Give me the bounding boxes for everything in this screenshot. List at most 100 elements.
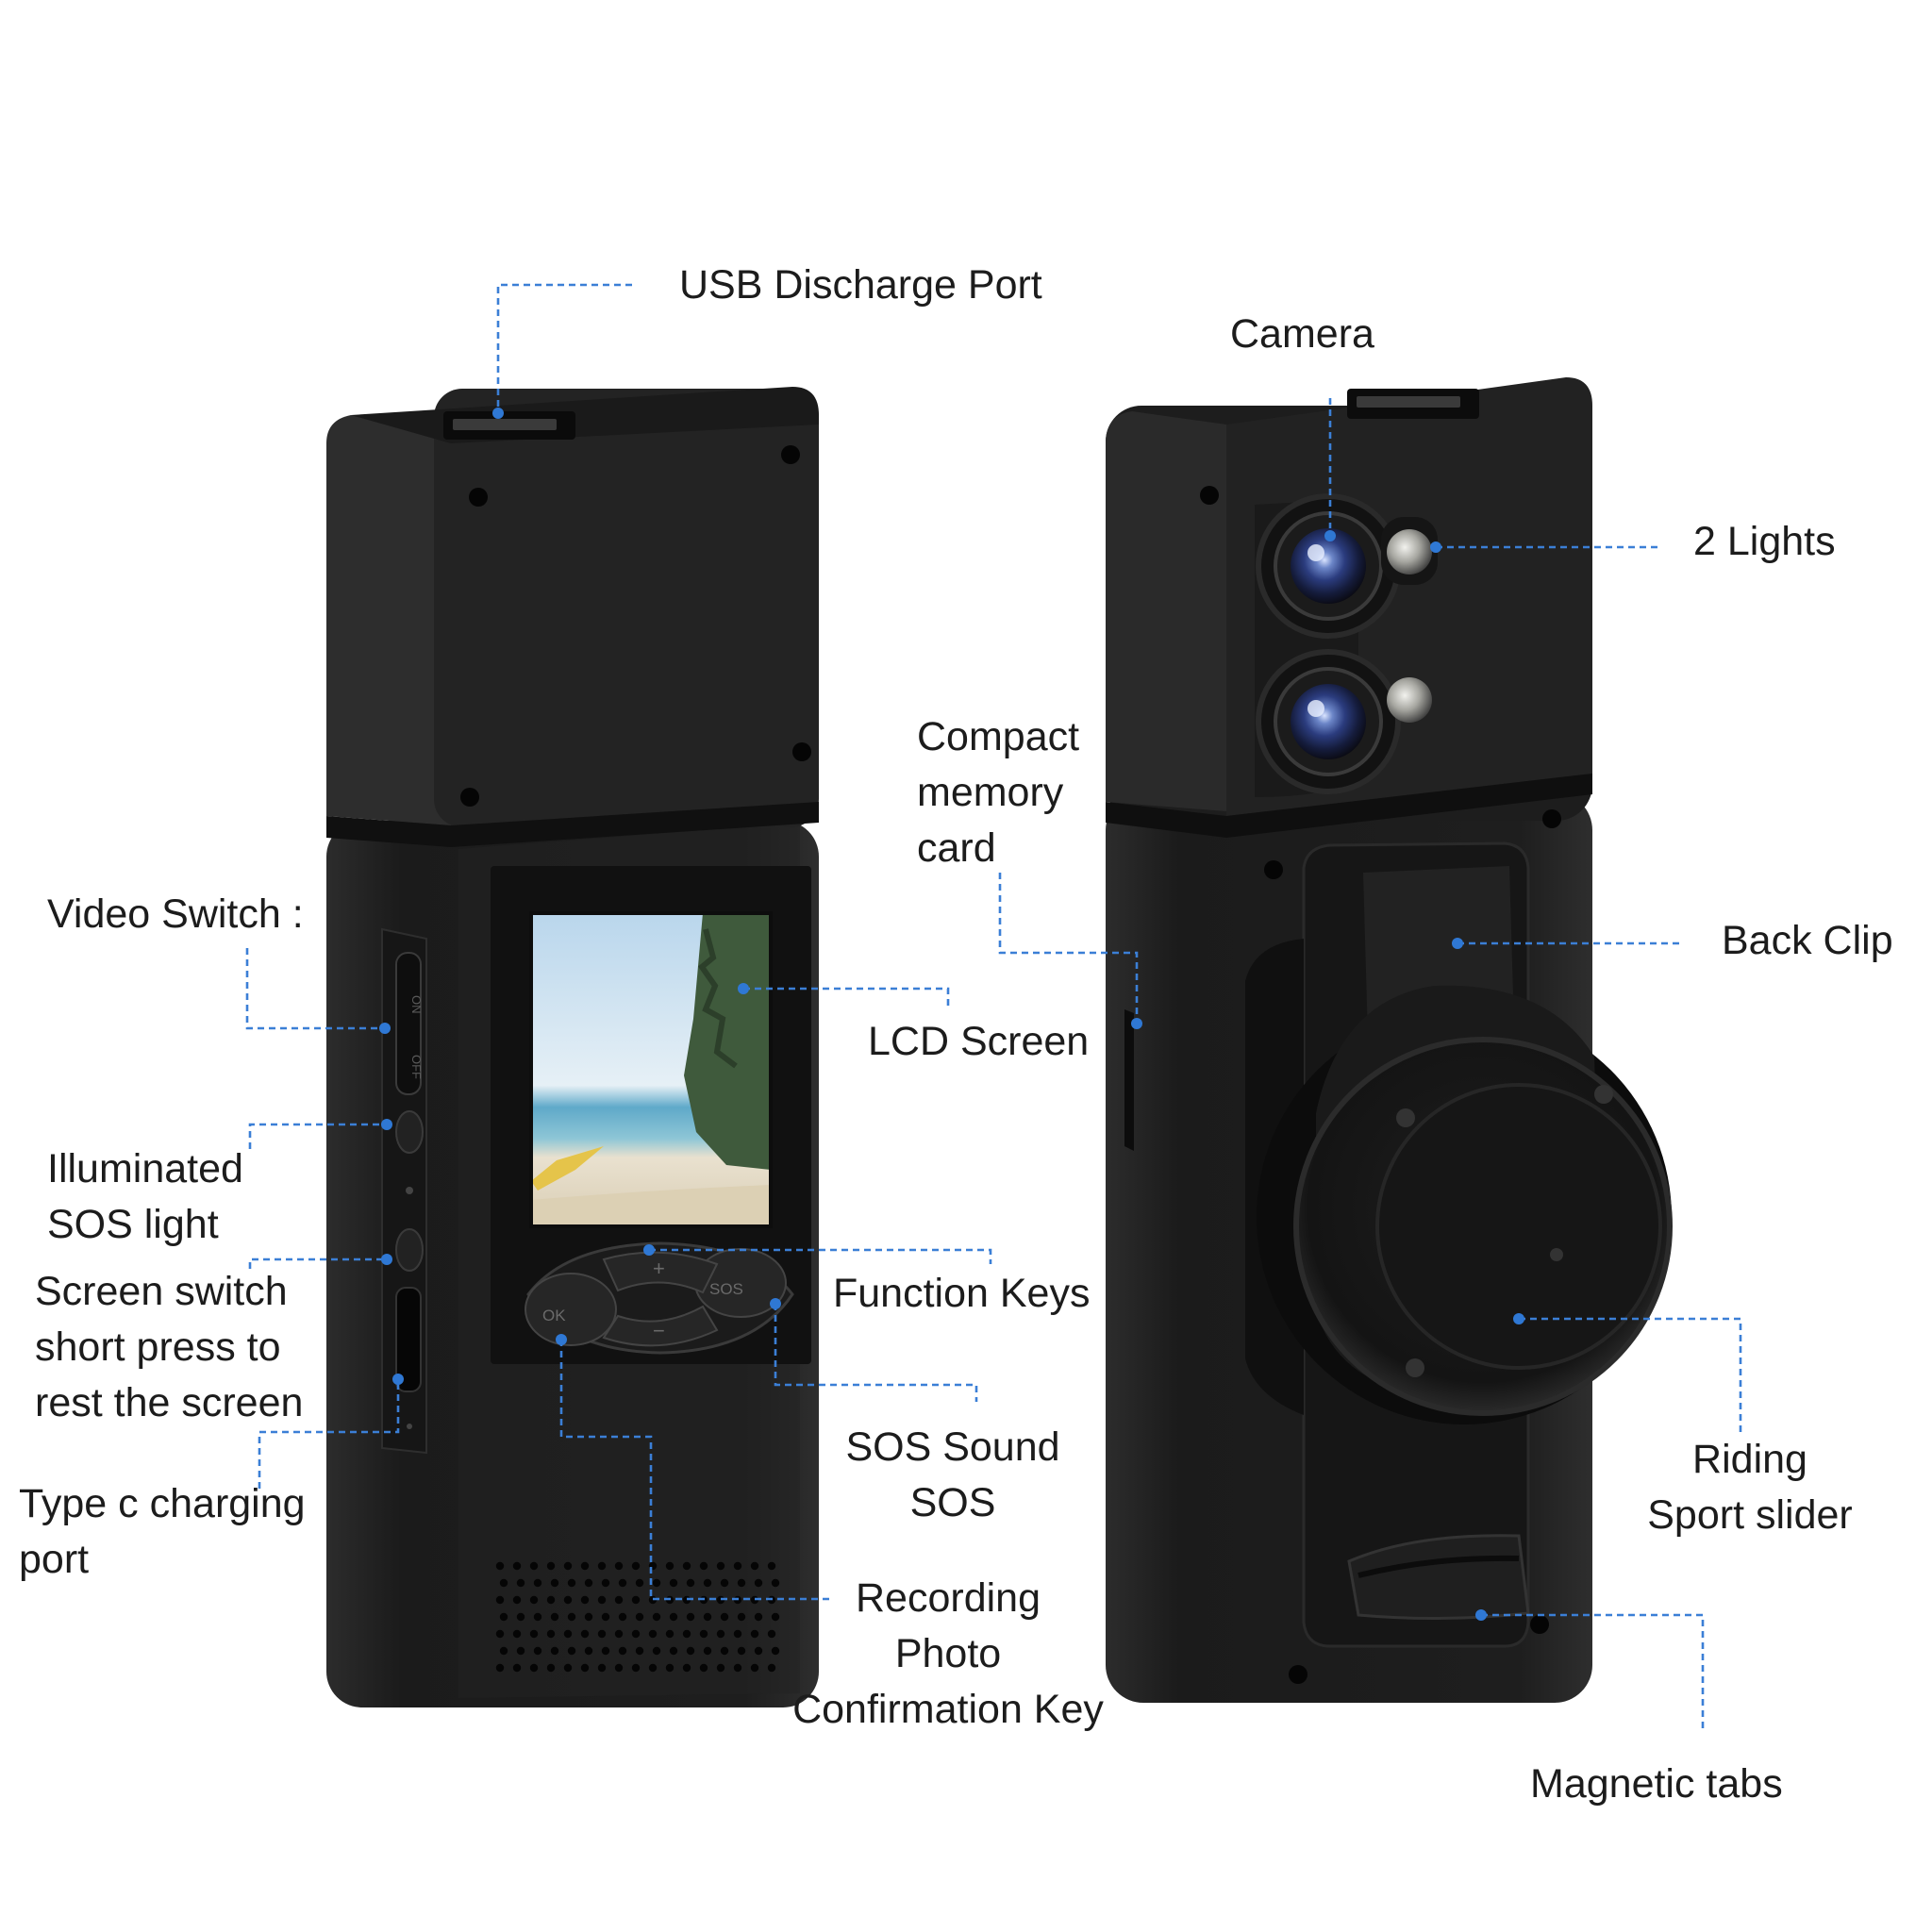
speaker-hole bbox=[754, 1578, 763, 1588]
speaker-hole bbox=[737, 1612, 746, 1622]
leader-lines bbox=[245, 283, 1742, 1731]
speaker-hole bbox=[771, 1612, 780, 1622]
label-screenswitch-line-1: Screen switch bbox=[35, 1269, 288, 1314]
speaker-hole bbox=[601, 1612, 610, 1622]
speaker-hole bbox=[733, 1629, 742, 1639]
label-soslight-line-1: Illuminated bbox=[47, 1146, 243, 1191]
speaker-hole bbox=[686, 1578, 695, 1588]
led-light-upper bbox=[1387, 529, 1432, 575]
speaker-hole bbox=[550, 1612, 559, 1622]
label-screen-switch: Screen switch short press to rest the sc… bbox=[35, 1264, 303, 1431]
speaker-hole bbox=[533, 1578, 542, 1588]
speaker-hole bbox=[733, 1561, 742, 1571]
speaker-hole bbox=[614, 1629, 624, 1639]
speaker-hole bbox=[754, 1646, 763, 1656]
speaker-hole bbox=[767, 1561, 776, 1571]
speaker-hole bbox=[597, 1561, 607, 1571]
video-switch-slider bbox=[395, 952, 422, 1095]
leader-function bbox=[649, 1248, 992, 1264]
speaker-hole bbox=[669, 1646, 678, 1656]
leader-typec bbox=[258, 1379, 400, 1489]
leader-lcd-dot bbox=[738, 983, 749, 994]
leader-typec-dot bbox=[392, 1374, 404, 1385]
leader-soslight-dot bbox=[381, 1119, 392, 1130]
speaker-hole bbox=[767, 1663, 776, 1673]
speaker-hole bbox=[699, 1629, 708, 1639]
leader-lcd bbox=[743, 987, 950, 1008]
leader-riding bbox=[1519, 1317, 1742, 1434]
speaker-hole bbox=[516, 1612, 525, 1622]
speaker-hole bbox=[495, 1561, 505, 1571]
label-sossound-line-2: SOS bbox=[909, 1480, 996, 1525]
lcd-pier bbox=[531, 1146, 604, 1191]
speaker-hole bbox=[665, 1561, 675, 1571]
speaker-hole bbox=[754, 1612, 763, 1622]
speaker-hole bbox=[550, 1646, 559, 1656]
label-screenswitch-line-3: rest the screen bbox=[35, 1380, 304, 1425]
speaker-hole bbox=[703, 1612, 712, 1622]
speaker-hole bbox=[516, 1646, 525, 1656]
leader-lights-dot bbox=[1430, 541, 1441, 553]
speaker-hole bbox=[499, 1612, 508, 1622]
speaker-hole bbox=[516, 1578, 525, 1588]
speaker-hole bbox=[584, 1646, 593, 1656]
label-function-keys: Function Keys bbox=[833, 1271, 1091, 1316]
speaker-hole bbox=[512, 1629, 522, 1639]
camera-lens-lower bbox=[1291, 684, 1366, 759]
key-minus-text: − bbox=[653, 1319, 665, 1342]
label-2-lights: 2 Lights bbox=[1693, 519, 1836, 564]
speaker-hole bbox=[635, 1612, 644, 1622]
leader-memory-dot bbox=[1131, 1018, 1142, 1029]
speaker-hole bbox=[584, 1578, 593, 1588]
label-recording-photo-confirmation: Recording Photo Confirmation Key bbox=[783, 1571, 1113, 1738]
speaker-hole bbox=[682, 1561, 691, 1571]
front-top-side bbox=[326, 415, 451, 825]
label-typec-line-1: Type c charging bbox=[19, 1481, 306, 1526]
speaker-hole bbox=[567, 1612, 576, 1622]
speaker-hole bbox=[533, 1646, 542, 1656]
switch-off-text: OFF bbox=[409, 1055, 424, 1079]
speaker-hole bbox=[529, 1629, 539, 1639]
speaker-hole bbox=[618, 1612, 627, 1622]
speaker-hole bbox=[550, 1578, 559, 1588]
speaker-hole bbox=[686, 1646, 695, 1656]
speaker-hole bbox=[529, 1561, 539, 1571]
speaker-hole bbox=[648, 1629, 658, 1639]
label-recording-line-2: Photo bbox=[894, 1631, 1002, 1676]
speaker-hole bbox=[720, 1578, 729, 1588]
speaker-hole bbox=[529, 1663, 539, 1673]
speaker-hole bbox=[546, 1663, 556, 1673]
leader-recording bbox=[559, 1340, 830, 1601]
speaker-hole bbox=[580, 1595, 590, 1605]
speaker-hole bbox=[618, 1578, 627, 1588]
speaker-hole bbox=[750, 1663, 759, 1673]
speaker-hole bbox=[597, 1629, 607, 1639]
label-magnetic-tabs: Magnetic tabs bbox=[1530, 1761, 1783, 1807]
speaker-hole bbox=[512, 1663, 522, 1673]
speaker-hole bbox=[771, 1578, 780, 1588]
leader-backclip-dot bbox=[1452, 938, 1463, 949]
speaker-hole bbox=[686, 1612, 695, 1622]
sos-light-button bbox=[395, 1110, 424, 1154]
speaker-hole bbox=[720, 1612, 729, 1622]
speaker-hole bbox=[614, 1595, 624, 1605]
speaker-hole bbox=[648, 1663, 658, 1673]
leader-camera-dot bbox=[1324, 530, 1336, 541]
speaker-hole bbox=[563, 1561, 573, 1571]
leader-screenswitch-dot bbox=[381, 1254, 392, 1265]
leader-usb bbox=[496, 283, 632, 413]
speaker-hole bbox=[750, 1561, 759, 1571]
key-ok-text: OK bbox=[542, 1307, 566, 1324]
speaker-hole bbox=[546, 1629, 556, 1639]
speaker-hole bbox=[529, 1595, 539, 1605]
speaker-hole bbox=[652, 1578, 661, 1588]
speaker-hole bbox=[563, 1629, 573, 1639]
front-device: OK SOS + − ON OFF bbox=[326, 387, 819, 1707]
speaker-hole bbox=[631, 1561, 641, 1571]
speaker-hole bbox=[652, 1612, 661, 1622]
speaker-hole bbox=[563, 1663, 573, 1673]
speaker-hole bbox=[631, 1663, 641, 1673]
speaker-hole bbox=[495, 1663, 505, 1673]
